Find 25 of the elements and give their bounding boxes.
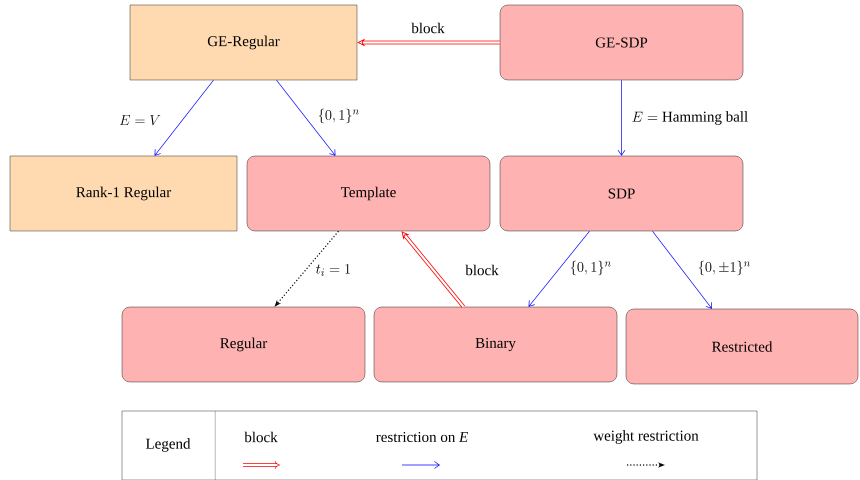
rounded-box: Template xyxy=(246,156,490,232)
arrow xyxy=(154,80,214,156)
edge-label: $\{0,1\}^n$ xyxy=(568,259,614,277)
edge-label: $\mbox{block}$ xyxy=(410,21,446,35)
box: GE-Regular xyxy=(130,4,358,80)
rounded-box: Regular xyxy=(122,306,366,382)
arrow xyxy=(618,80,626,156)
edge-label: $\{0,\pm 1\}^n$ xyxy=(696,259,752,277)
edge-label: $E = V$ xyxy=(118,114,162,126)
rounded-box: Binary xyxy=(374,306,618,382)
edge-label: $t_i = 1$ xyxy=(314,262,353,278)
box: Rank-1 Regular xyxy=(10,156,238,232)
rounded-box: Restricted xyxy=(626,308,858,384)
legend-text: restriction on E xyxy=(376,432,468,442)
legend-text: weight restriction xyxy=(593,430,698,444)
legend-text: block xyxy=(244,432,278,442)
rounded-box: SDP xyxy=(500,156,744,232)
arrow xyxy=(276,80,336,156)
rounded-box: GE-SDP xyxy=(500,4,744,80)
arrow xyxy=(528,230,590,307)
legend-title: Legend xyxy=(146,438,190,452)
edge-label: $\mbox{block}$ xyxy=(464,263,500,277)
edge-label: $E = \mbox{Hamming ball}$ xyxy=(630,110,750,126)
arrow xyxy=(652,230,712,309)
edge-label: $\{0,1\}^n$ xyxy=(316,107,362,125)
